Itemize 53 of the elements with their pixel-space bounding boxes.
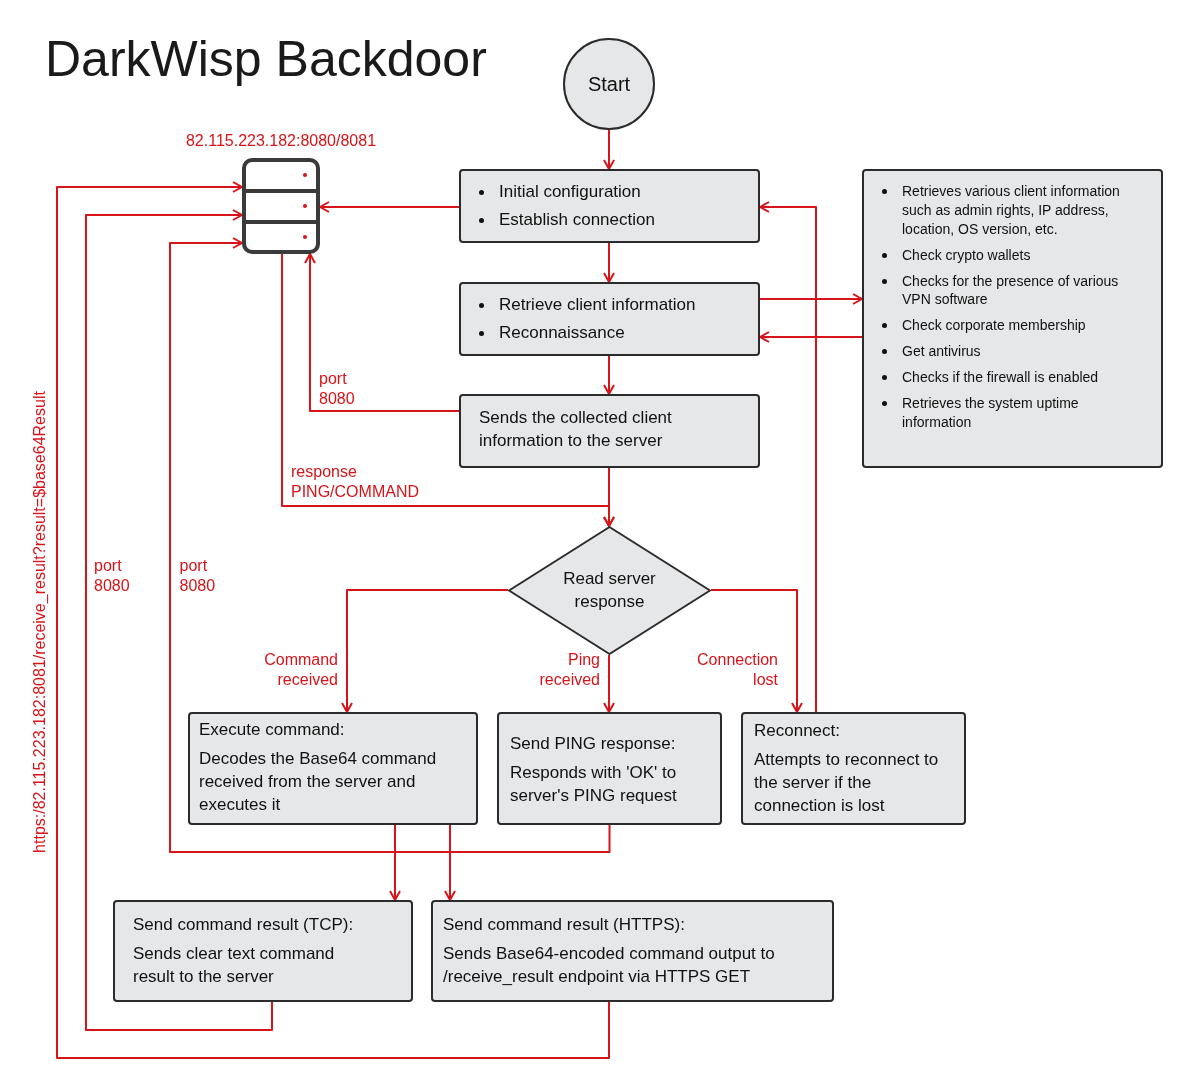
connector-arrow	[319, 201, 460, 213]
box-text: Responds with 'OK' to server's PING request	[510, 761, 678, 807]
bullet-text: Retrieves various client information such as admin rights, IP address, location, OS version, etc.	[902, 182, 1121, 239]
connector-arrow	[603, 654, 615, 713]
connector-arrow	[710, 589, 803, 713]
edge-label: https:/82.115.223.182:8081/receive_result?result=$base64Result	[31, 391, 49, 853]
bullet-text: Get antivirus	[902, 342, 982, 362]
diagram-title: DarkWisp Backdoor	[45, 30, 487, 88]
box-heading: Execute command:	[199, 719, 346, 741]
box-heading: Reconnect:	[754, 720, 841, 742]
start-label: Start	[587, 72, 631, 97]
box-text: Sends the collected client information to the server	[479, 407, 673, 452]
bullet-text: Checks for the presence of various VPN software	[902, 271, 1120, 310]
box-text: Sends clear text command result to the server	[133, 942, 336, 988]
connector-arrow	[603, 355, 615, 395]
bullet-text: Check corporate membership	[902, 316, 1087, 336]
connector-arrow	[169, 237, 611, 853]
process-box	[862, 169, 1163, 468]
connector-arrow	[603, 129, 615, 170]
connector-arrow	[759, 201, 817, 713]
connector-arrow	[603, 242, 615, 283]
process-box	[459, 169, 760, 243]
box-heading: Send command result (TCP):	[133, 914, 355, 936]
connector-arrow	[56, 181, 610, 1059]
connector-arrow	[85, 209, 273, 1031]
box-text: Sends Base64-encoded command output to /receive_result endpoint via HTTPS GET	[443, 942, 776, 988]
connector-arrow	[603, 467, 615, 527]
box-text: Decodes the Base64 command received from the server and executes it	[199, 747, 438, 816]
connector-arrow	[389, 824, 401, 901]
bullet-text: Retrieve client information	[499, 294, 697, 316]
connector-arrow	[444, 824, 456, 901]
process-box	[459, 282, 760, 356]
connector-arrow	[759, 293, 863, 305]
bullet-text: Establish connection	[499, 209, 656, 232]
bullet-text: Initial configuration	[499, 181, 642, 203]
connector-arrow	[759, 331, 863, 343]
bullet-text: Checks if the firewall is enabled	[902, 368, 1100, 387]
box-heading: Send command result (HTTPS):	[443, 914, 686, 936]
bullet-text: Retrieves the system uptime information	[902, 394, 1080, 432]
box-heading: Send PING response:	[510, 733, 677, 755]
connector-arrow	[341, 589, 509, 713]
box-text: Attempts to reconnect to the server if the connection is lost	[754, 748, 940, 817]
decision-label: Read server response	[562, 568, 657, 613]
bullet-text: Reconnaissance	[499, 322, 626, 345]
process-box	[459, 394, 760, 468]
address-label: 82.115.223.182:8080/8081	[185, 132, 377, 150]
connector-arrow	[304, 253, 460, 412]
process-box	[741, 712, 966, 825]
process-box	[497, 712, 722, 825]
process-box	[113, 900, 413, 1002]
process-box	[431, 900, 834, 1002]
bullet-text: Check crypto wallets	[902, 245, 1032, 265]
process-box	[188, 712, 478, 825]
